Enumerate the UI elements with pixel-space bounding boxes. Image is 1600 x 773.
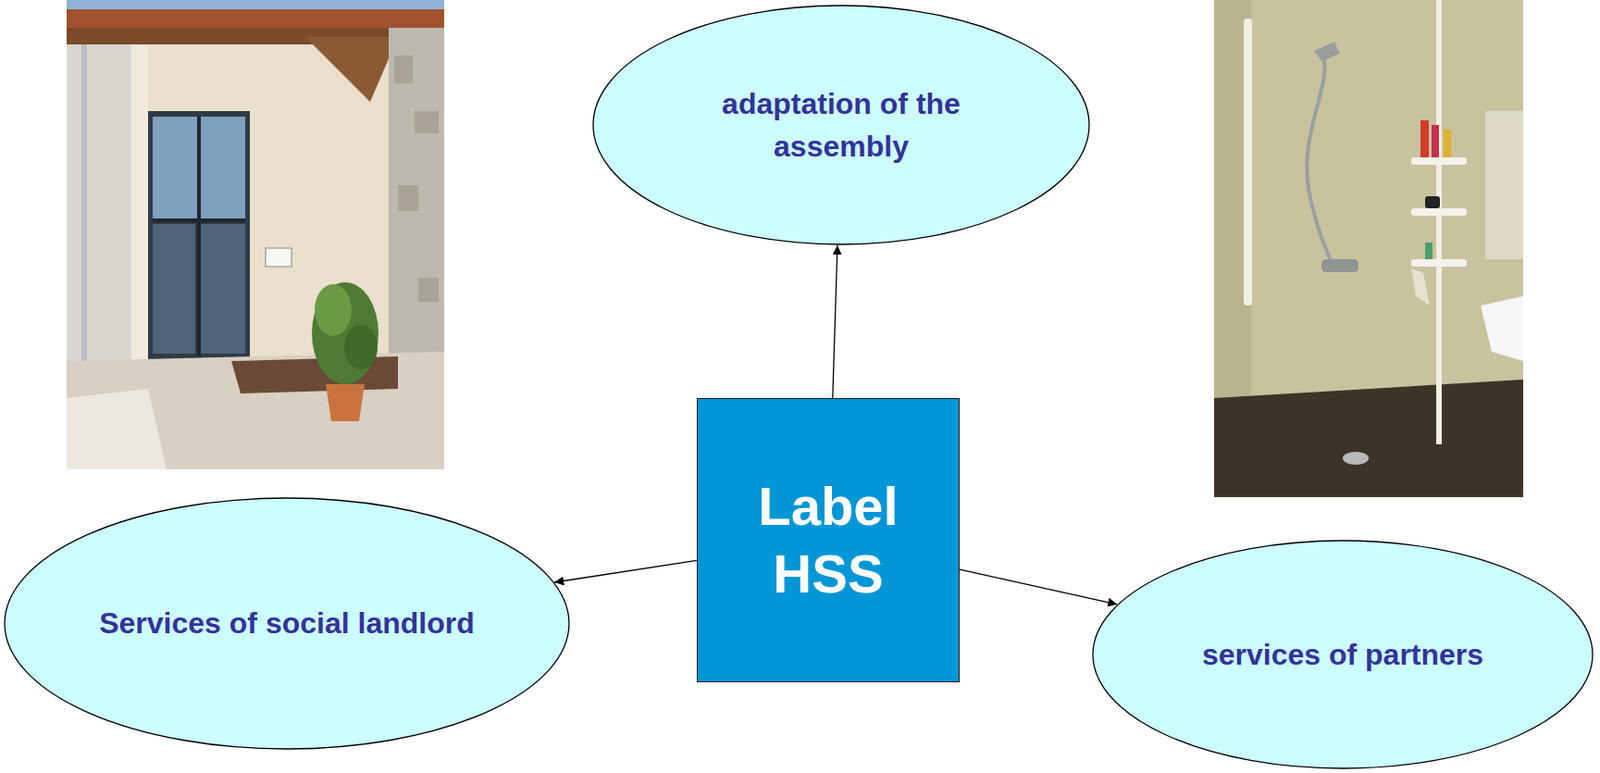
service-ellipse: services of partners <box>1091 539 1594 769</box>
node-label: Services of social landlord <box>99 601 474 645</box>
node-label: Label HSS <box>712 472 944 608</box>
ellipse-outline <box>592 4 1091 246</box>
arrow-connector <box>959 569 1117 605</box>
ellipse-shape <box>593 5 1090 245</box>
service-ellipse: Services of social landlord <box>3 496 571 750</box>
ellipse-shape <box>1092 540 1593 769</box>
shower-photo <box>1214 0 1524 497</box>
node-label: adaptation of the assembly <box>720 82 962 169</box>
arrow-connector <box>554 559 697 583</box>
node-label: services of partners <box>1202 632 1484 676</box>
building-photo <box>66 0 445 470</box>
goal-ellipse: adaptation of the assembly <box>592 4 1091 246</box>
ellipse-shape <box>4 497 570 749</box>
label-box: Label HSS <box>696 397 960 683</box>
arrow-connector <box>832 245 838 398</box>
